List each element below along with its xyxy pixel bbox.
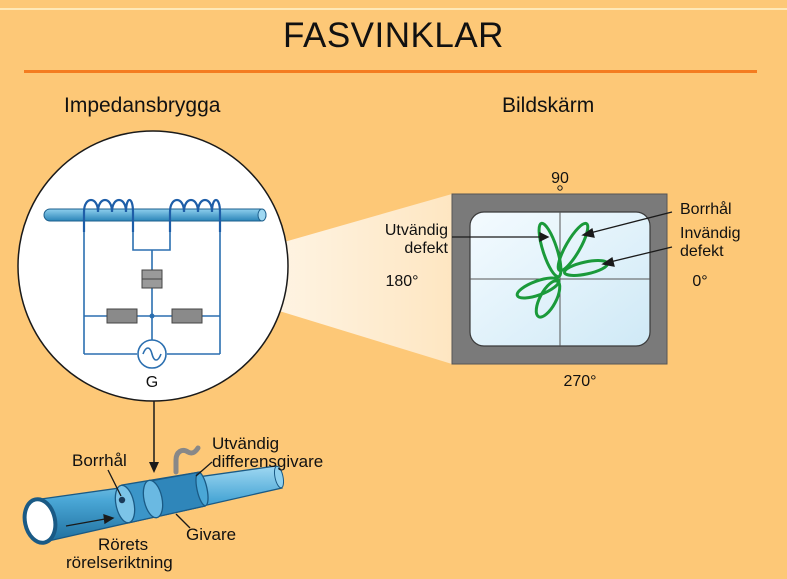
probe-label: Givare bbox=[186, 525, 236, 544]
probe-borehole-label: Borrhål bbox=[72, 451, 127, 470]
probe-outer-label-1: Utvändig bbox=[212, 434, 279, 453]
screen-inner-defect-label-1: Invändig bbox=[680, 225, 741, 242]
right-coil bbox=[168, 198, 222, 232]
screen-arrows bbox=[452, 211, 673, 267]
probe-body bbox=[114, 471, 209, 524]
probe-outer-label-2: differensgivare bbox=[212, 452, 323, 471]
screen-heading: Bildskärm bbox=[502, 94, 595, 117]
direction-label-2: rörelseriktning bbox=[66, 553, 173, 572]
coil-bar bbox=[43, 208, 267, 222]
generator-label: G bbox=[146, 374, 158, 391]
screen-outer-defect-label-2: defekt bbox=[404, 240, 448, 257]
angle-90-label: 90 bbox=[551, 170, 569, 187]
generator-symbol bbox=[137, 339, 167, 369]
top-rule bbox=[0, 8, 787, 10]
angle-0-label: 0° bbox=[692, 273, 707, 290]
screen-outer-defect-label-1: Utvändig bbox=[385, 222, 448, 239]
projection-beam bbox=[165, 194, 452, 364]
probe-cable-stub bbox=[173, 445, 201, 475]
direction-label-1: Rörets bbox=[98, 535, 148, 554]
right-resistor bbox=[171, 308, 203, 324]
screen-inner-defect-label-2: defekt bbox=[680, 243, 724, 260]
title-underline bbox=[24, 70, 757, 73]
left-coil bbox=[82, 198, 135, 232]
bridge-heading: Impedansbrygga bbox=[64, 94, 221, 117]
bridge-circuit bbox=[83, 232, 221, 355]
page-title: FASVINKLAR bbox=[283, 16, 504, 55]
probe-arrows bbox=[65, 461, 213, 529]
borehole-dot bbox=[118, 496, 126, 504]
left-resistor bbox=[106, 308, 138, 324]
phase-trace bbox=[515, 221, 610, 319]
angle-270-label: 270° bbox=[563, 373, 596, 390]
angle-180-label: 180° bbox=[385, 273, 418, 290]
screen-borehole-label: Borrhål bbox=[680, 200, 732, 218]
